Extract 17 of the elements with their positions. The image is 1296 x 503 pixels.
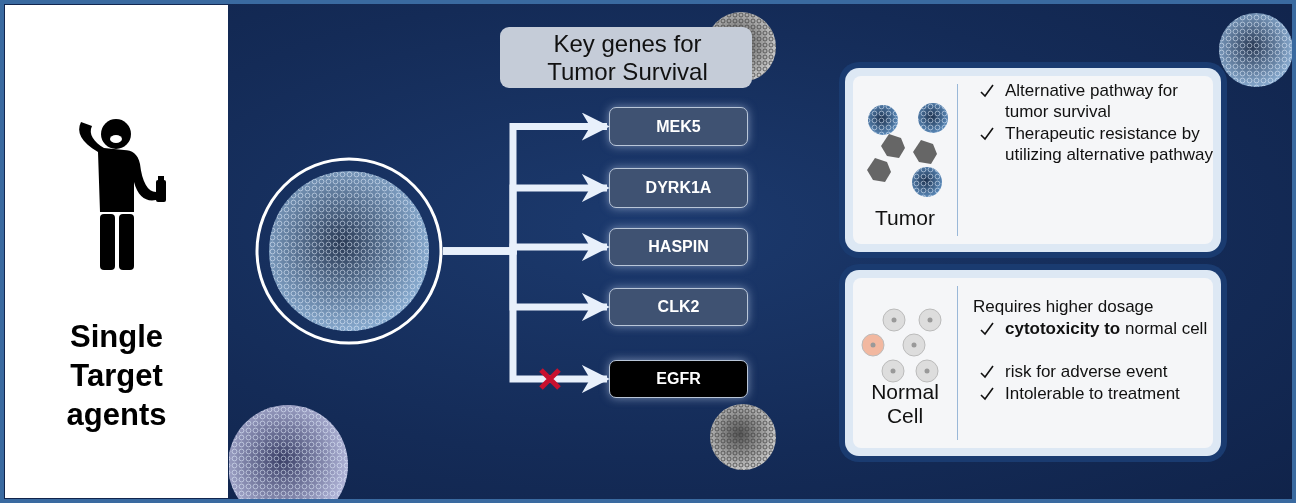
box-heading: Key genes for Tumor Survival [546,30,709,86]
gene-box: MEK5 [609,107,748,146]
gene-box: HASPIN [609,228,748,266]
bullet-text: Therapeutic resistance by utilizing alternative pathway [1005,123,1213,165]
bullet-text: cytotoxicity to normal cell [1005,318,1209,339]
bullet-text: Intolerable to treatment [1005,383,1181,404]
side-panel [5,5,228,498]
panel-heading: Single Target agents [65,318,168,434]
card-label: Tumor [874,206,936,230]
gene-box: EGFR [609,360,748,398]
gene-box: CLK2 [609,288,748,326]
bullet-text: Requires higher dosage [973,296,1155,317]
title-box [500,27,752,88]
bullet-text: risk for adverse event [1005,361,1169,382]
gene-box: DYRK1A [609,168,748,208]
bullet-text: Alternative pathway for tumor survival [1005,80,1179,122]
card-label: Normal Cell [870,380,940,428]
